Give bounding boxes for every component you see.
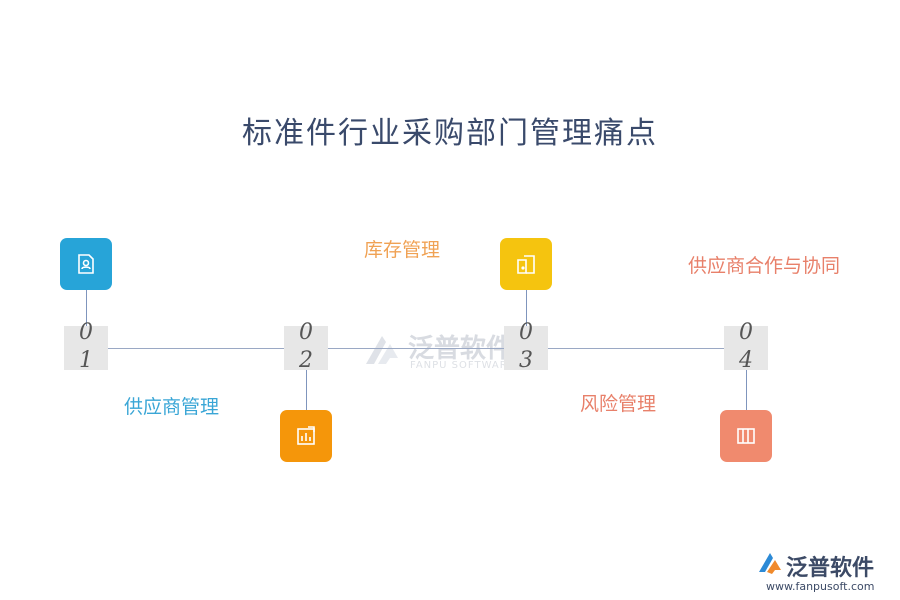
step-4-digit-b: 4 — [739, 348, 753, 373]
watermark-logo-icon — [366, 336, 398, 364]
step-2-digit-a: 0 — [299, 320, 313, 345]
step-2-icon-tile — [280, 410, 332, 462]
bar-chart-icon — [297, 426, 315, 445]
step-4-icon-tile — [720, 410, 772, 462]
brand-logo: 泛普软件 www.fanpusoft.com — [756, 550, 886, 594]
step-2-label: 库存管理 — [364, 239, 441, 261]
watermark-name: 泛普软件 — [408, 334, 513, 364]
watermark-sub: FANPU SOFTWARE — [410, 360, 516, 371]
door-icon — [517, 255, 535, 274]
brand-url: www.fanpusoft.com — [766, 580, 875, 593]
step-3-digit-a: 0 — [519, 320, 533, 345]
step-4-connector — [746, 370, 747, 410]
step-2-digit-b: 2 — [299, 348, 313, 373]
step-1-digit-b: 1 — [79, 348, 93, 373]
timeline-axis — [86, 348, 766, 349]
step-1-icon-tile — [60, 238, 112, 290]
step-3-digit-b: 3 — [519, 348, 533, 373]
step-1-connector — [86, 290, 87, 326]
step-3-icon-tile — [500, 238, 552, 290]
step-1-digit-a: 0 — [79, 320, 93, 345]
brand-mark-icon — [759, 553, 781, 574]
person-document-icon — [78, 254, 94, 274]
step-4-number-box — [724, 326, 768, 370]
step-2-number-box — [284, 326, 328, 370]
step-1-label: 供应商管理 — [124, 396, 220, 418]
step-4-label: 供应商合作与协同 — [688, 255, 841, 277]
step-1-number-box — [64, 326, 108, 370]
step-3-label: 风险管理 — [580, 393, 657, 415]
step-2-connector — [306, 370, 307, 410]
step-3-connector — [526, 290, 527, 326]
diagram-title: 标准件行业采购部门管理痛点 — [242, 116, 658, 151]
brand-name: 泛普软件 — [786, 556, 875, 581]
step-4-digit-a: 0 — [739, 320, 753, 345]
step-3-number-box — [504, 326, 548, 370]
watermark: 泛普软件 FANPU SOFTWARE — [360, 330, 514, 378]
columns-icon — [737, 428, 755, 444]
